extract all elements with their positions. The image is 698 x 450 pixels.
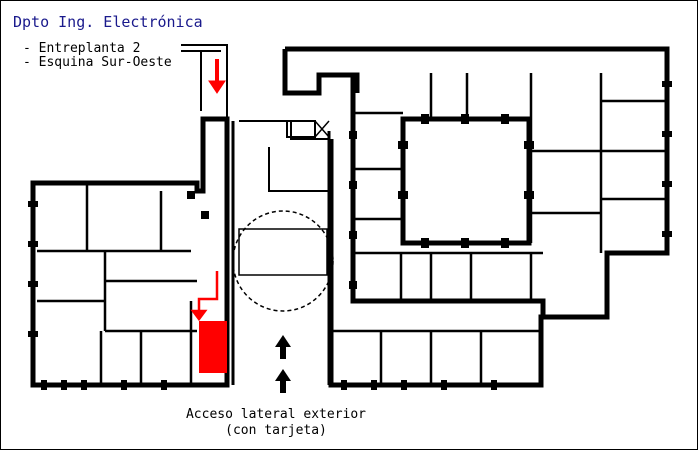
window-marks [28,81,672,390]
arrow-down-icon [208,59,226,94]
left-rooms [37,183,197,385]
outer-wall-right [285,46,670,388]
outer-wall [30,116,230,388]
courtyard [400,116,532,246]
elevator-icon [286,120,316,138]
note-line: - Entreplanta 2 [23,41,141,56]
right-block-wall [350,73,546,317]
highlight-room [199,321,227,373]
elevator-x [314,120,330,138]
arrow-down-icon [190,271,219,322]
corridor-wall [181,44,228,119]
stairs-icon [238,228,328,276]
map-title: Dpto Ing. Electrónica [13,13,203,31]
right-rooms [331,73,667,385]
note-line: - Esquina Sur-Oeste [23,55,172,70]
access-caption: Acceso lateral exterior [185,407,366,422]
stairs-circle [232,210,334,312]
arrow-up-icon [275,335,291,393]
access-caption-sub: (con tarjeta) [225,423,327,438]
stair-hall [239,120,329,192]
outer-wall-top [282,49,360,96]
